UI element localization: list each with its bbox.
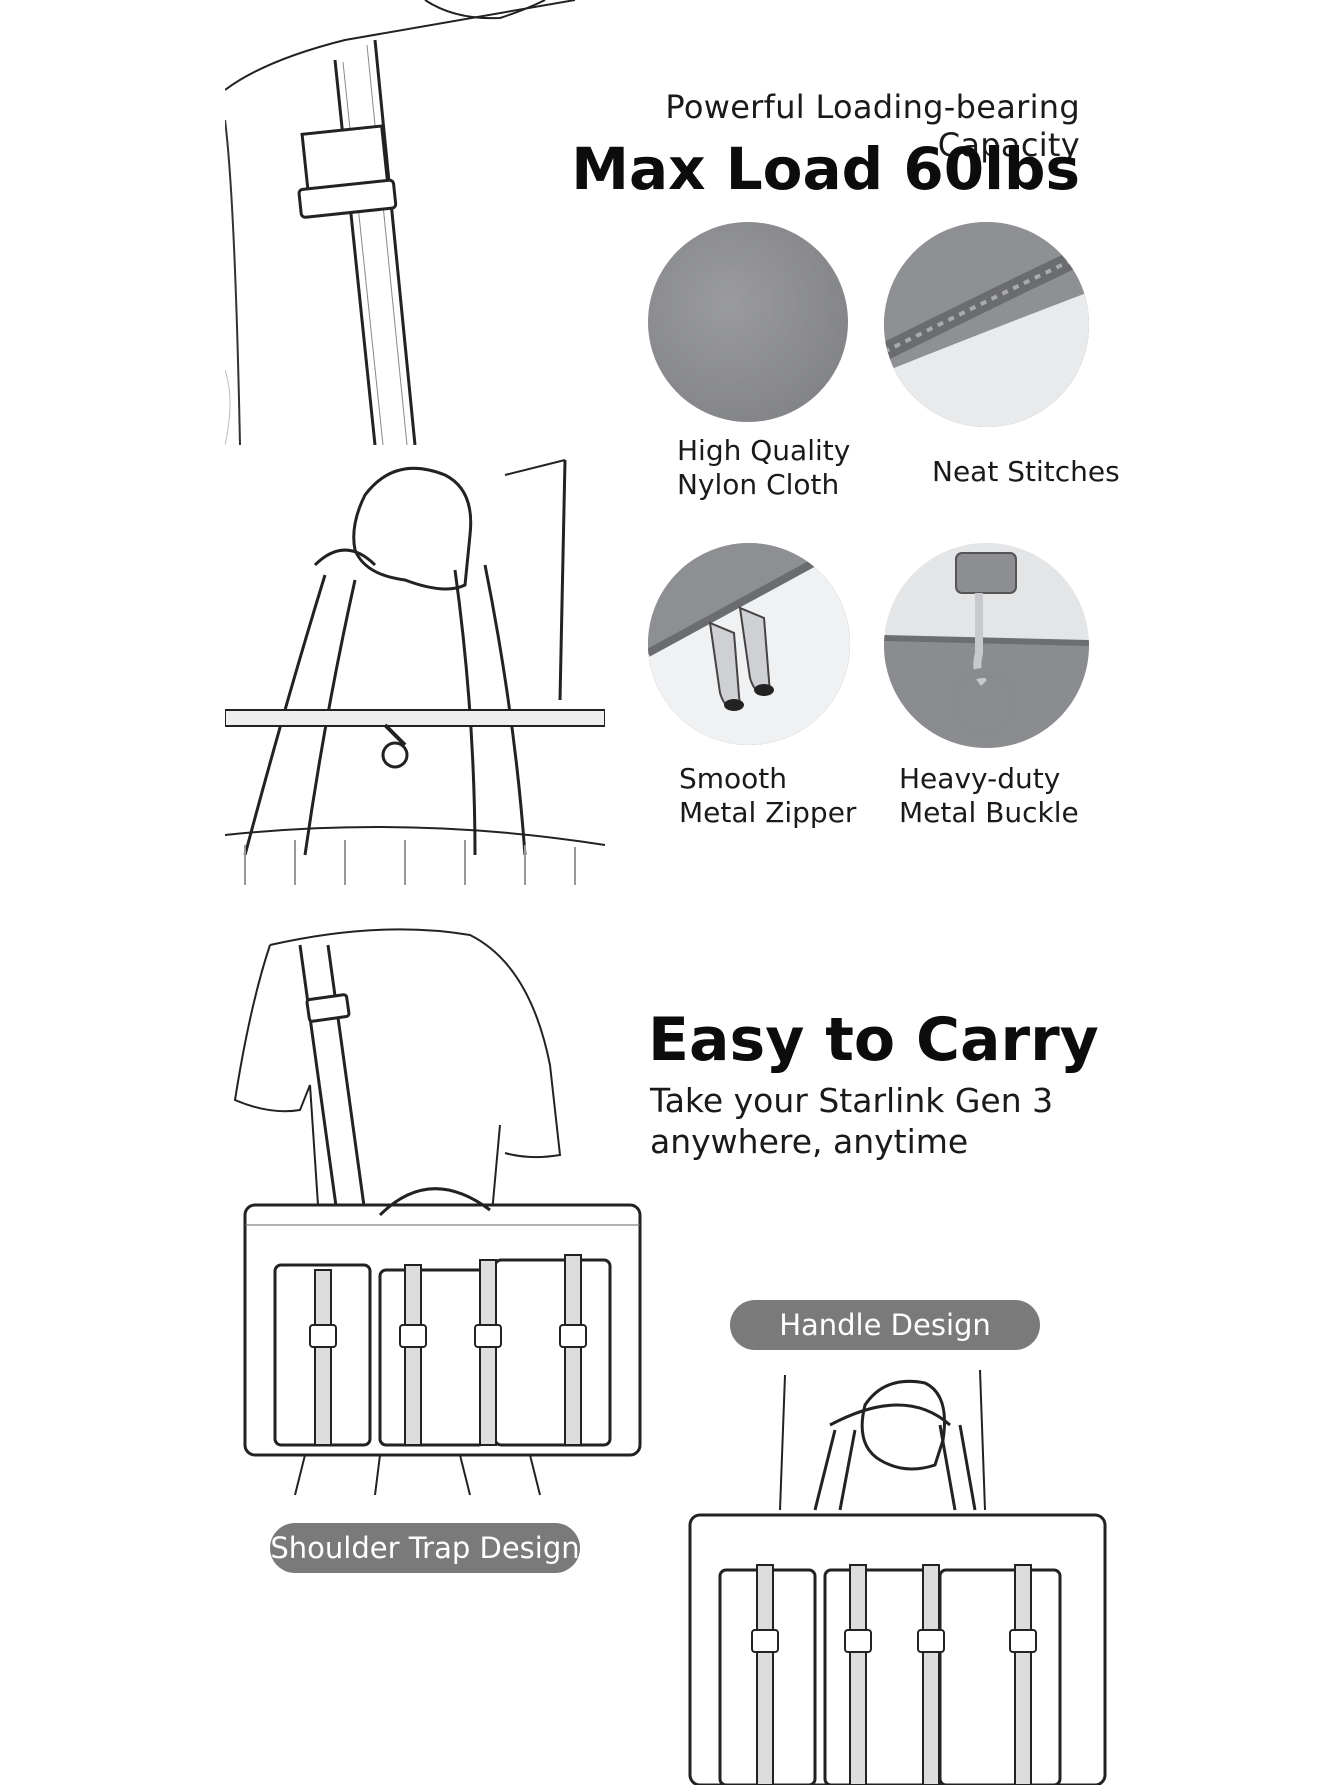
stitches-swatch <box>884 222 1089 427</box>
zipper-detail-graphic <box>648 543 850 745</box>
capacity-tagline: Powerful Loading-bearing Capacity <box>665 88 1080 164</box>
buckle-detail-graphic <box>884 543 1089 748</box>
feature-buckle-caption: Heavy-duty Metal Buckle <box>899 762 1079 829</box>
carry-subtitle: Take your Starlink Gen 3 anywhere, anyti… <box>650 1081 1054 1161</box>
handle-grip-sketch <box>225 459 605 885</box>
zipper-swatch <box>648 543 850 745</box>
shoulder-strap-design-label: Shoulder Trap Design <box>270 1523 580 1573</box>
feature-nylon-caption: High Quality Nylon Cloth <box>677 434 851 501</box>
handle-carry-sketch <box>688 1369 1107 1785</box>
easy-to-carry-title: Easy to Carry <box>648 1005 1099 1075</box>
feature-zipper-caption: Smooth Metal Zipper <box>679 762 857 829</box>
nylon-cloth-swatch <box>648 222 848 422</box>
shoulder-strap-sketch <box>225 0 575 445</box>
handle-design-label: Handle Design <box>730 1300 1040 1350</box>
buckle-swatch <box>884 543 1089 748</box>
stitch-detail-graphic <box>884 222 1089 427</box>
max-load-headline: Max Load 60lbs <box>571 135 1080 203</box>
feature-stitches-caption: Neat Stitches <box>932 455 1120 488</box>
shoulder-carry-sketch <box>233 928 642 1496</box>
